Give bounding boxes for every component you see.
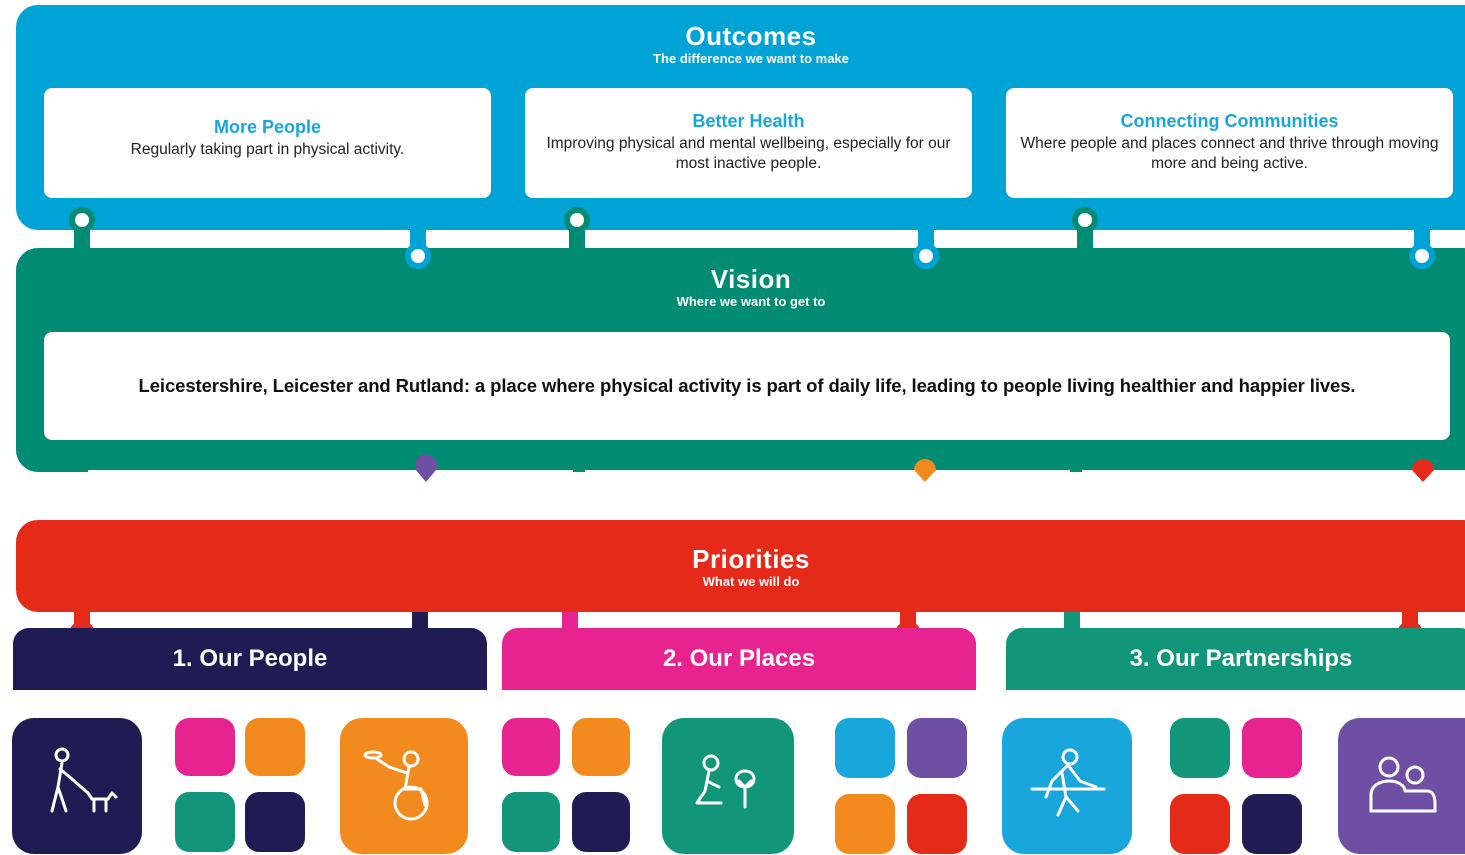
teal-square-icon — [175, 792, 235, 852]
outcome-card-title: More People — [213, 117, 322, 137]
orange-square-icon — [245, 718, 305, 776]
outcome-card-title: Better Health — [692, 111, 805, 131]
teal-square-icon — [502, 792, 560, 852]
wheelchair-user-throwing-icon — [340, 718, 468, 854]
outcome-card-more-people: More People Regularly taking part in phy… — [44, 88, 491, 198]
vision-statement: Leicestershire, Leicester and Rutland: a… — [138, 375, 1356, 396]
vision-subtitle: Where we want to get to — [676, 294, 826, 309]
navy-square-icon — [1242, 794, 1302, 854]
person-stretching-icon — [1002, 718, 1132, 854]
outcome-card-title: Connecting Communities — [1120, 111, 1339, 131]
priorities-subtitle: What we will do — [702, 574, 800, 589]
outcome-card-connecting-communities: Connecting Communities Where people and … — [1006, 88, 1453, 198]
pink-square-icon — [175, 718, 235, 776]
priority-tab-our-places[interactable]: 2. Our Places — [502, 628, 976, 690]
red-square-icon — [1170, 794, 1230, 854]
orange-square-icon — [572, 718, 630, 776]
navy-square-icon — [572, 792, 630, 852]
two-people-support-icon — [1338, 718, 1465, 854]
outcome-card-text: Where people and places connect and thri… — [1020, 135, 1439, 172]
priority-tab-our-partnerships[interactable]: 3. Our Partnerships — [1006, 628, 1465, 690]
connector-stub — [1082, 470, 1465, 484]
navy-square-icon — [245, 792, 305, 852]
person-kneeling-tree-icon — [662, 718, 794, 854]
vision-heading: Vision Where we want to get to — [16, 264, 1465, 310]
outcome-card-better-health: Better Health Improving physical and men… — [525, 88, 972, 198]
connector-stub — [88, 470, 573, 484]
outcomes-title: Outcomes — [685, 21, 817, 51]
outcomes-subtitle: The difference we want to make — [653, 51, 849, 66]
priority-tab-our-people[interactable]: 1. Our People — [13, 628, 487, 690]
purple-square-icon — [907, 718, 967, 778]
priorities-title: Priorities — [692, 544, 810, 574]
connector-stub — [585, 470, 1070, 484]
priorities-heading: Priorities What we will do — [16, 544, 1465, 590]
orange-square-icon — [835, 794, 895, 854]
cyan-square-icon — [835, 718, 895, 778]
person-walking-dog-icon — [12, 718, 142, 854]
pink-square-icon — [502, 718, 560, 776]
red-square-icon — [907, 794, 967, 854]
outcomes-heading: Outcomes The difference we want to make — [16, 21, 1465, 67]
teal-square-icon — [1170, 718, 1230, 778]
outcome-card-text: Improving physical and mental wellbeing,… — [546, 135, 951, 172]
pink-square-icon — [1242, 718, 1302, 778]
priorities-band: Priorities What we will do — [16, 520, 1465, 612]
vision-statement-card: Leicestershire, Leicester and Rutland: a… — [44, 332, 1450, 440]
outcome-card-text: Regularly taking part in physical activi… — [130, 141, 405, 158]
vision-title: Vision — [710, 264, 792, 294]
